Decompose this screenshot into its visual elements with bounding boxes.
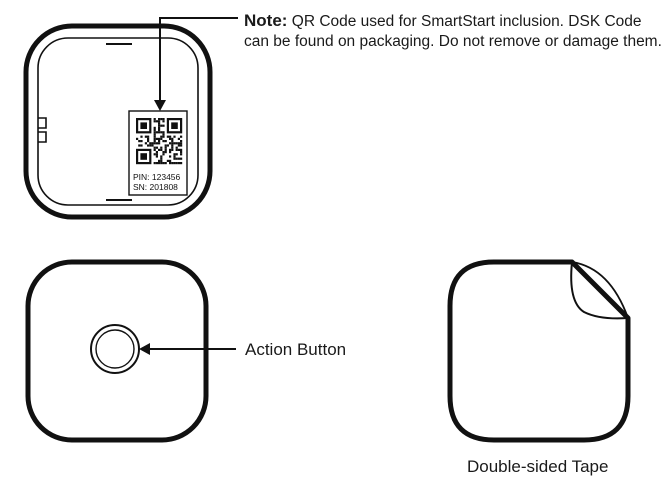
device-back xyxy=(23,23,213,220)
action-button-label: Action Button xyxy=(245,340,347,359)
qr-code xyxy=(136,118,183,165)
peeled-corner-icon xyxy=(570,261,629,320)
device-front xyxy=(25,259,209,443)
qr-sticker: PIN: 123456 SN: 201808 xyxy=(128,110,188,196)
note-body: QR Code used for SmartStart inclusion. D… xyxy=(244,13,662,50)
note-text-block: Note: QR Code used for SmartStart inclus… xyxy=(244,11,664,52)
qr-pin-text: PIN: 123456 xyxy=(133,172,181,182)
note-leader-arrow xyxy=(154,17,238,111)
tape-shape xyxy=(447,259,631,443)
action-button-graphic xyxy=(90,324,140,374)
note-label: Note: xyxy=(244,11,288,30)
qr-sn-text: SN: 201808 xyxy=(133,182,178,192)
double-sided-tape-label: Double-sided Tape xyxy=(467,457,609,476)
action-button-arrow xyxy=(139,343,236,355)
